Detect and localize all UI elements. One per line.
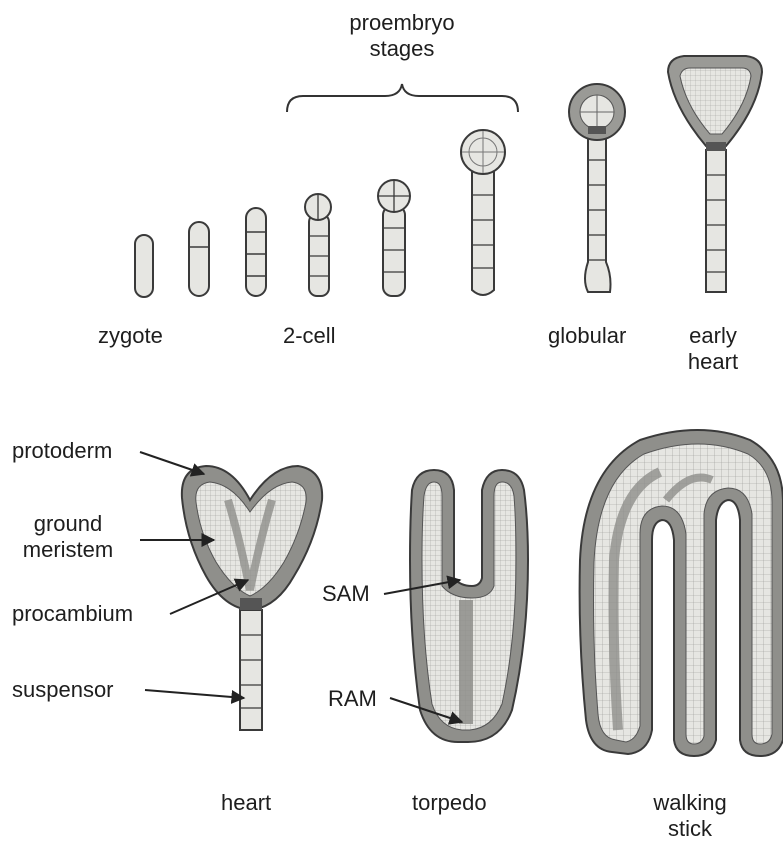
zygote-embryo: [135, 235, 153, 297]
walking-stick-label-line2: stick: [653, 816, 726, 842]
early-heart-label: early heart: [688, 323, 738, 375]
suspensor-label: suspensor: [12, 677, 114, 703]
walking-stick-label-line1: walking: [653, 790, 726, 816]
two-cell-embryo: [189, 222, 209, 296]
procambium-label: procambium: [12, 601, 133, 627]
protoderm-arrow: [140, 452, 204, 474]
proembryo-label: proembryo stages: [349, 10, 454, 62]
protoderm-label: protoderm: [12, 438, 112, 464]
globular-embryo: [569, 84, 625, 292]
four-cell-embryo: [246, 208, 266, 296]
heart-embryo: [182, 466, 322, 730]
ram-label: RAM: [328, 686, 377, 712]
torpedo-embryo: [410, 470, 528, 742]
ground-meristem-label-line2: meristem: [23, 537, 113, 563]
eight-cell-embryo: [305, 194, 331, 296]
two-cell-label: 2-cell: [283, 323, 336, 349]
heart-label: heart: [221, 790, 271, 816]
sixteen-cell-embryo: [378, 180, 410, 296]
zygote-label: zygote: [98, 323, 163, 349]
walking-stick-label: walking stick: [653, 790, 726, 842]
ground-meristem-label-line1: ground: [23, 511, 113, 537]
sam-label: SAM: [322, 581, 370, 607]
early-heart-label-line2: heart: [688, 349, 738, 375]
early-heart-label-line1: early: [688, 323, 738, 349]
thirty-two-cell-embryo: [461, 130, 505, 295]
suspensor-arrow: [145, 690, 244, 698]
torpedo-label: torpedo: [412, 790, 487, 816]
proembryo-label-line1: proembryo: [349, 10, 454, 36]
walking-stick-embryo: [580, 430, 783, 756]
early-heart-embryo: [668, 56, 762, 292]
ground-meristem-label: ground meristem: [23, 511, 113, 563]
globular-label: globular: [548, 323, 626, 349]
proembryo-bracket: [287, 84, 518, 112]
proembryo-label-line2: stages: [349, 36, 454, 62]
